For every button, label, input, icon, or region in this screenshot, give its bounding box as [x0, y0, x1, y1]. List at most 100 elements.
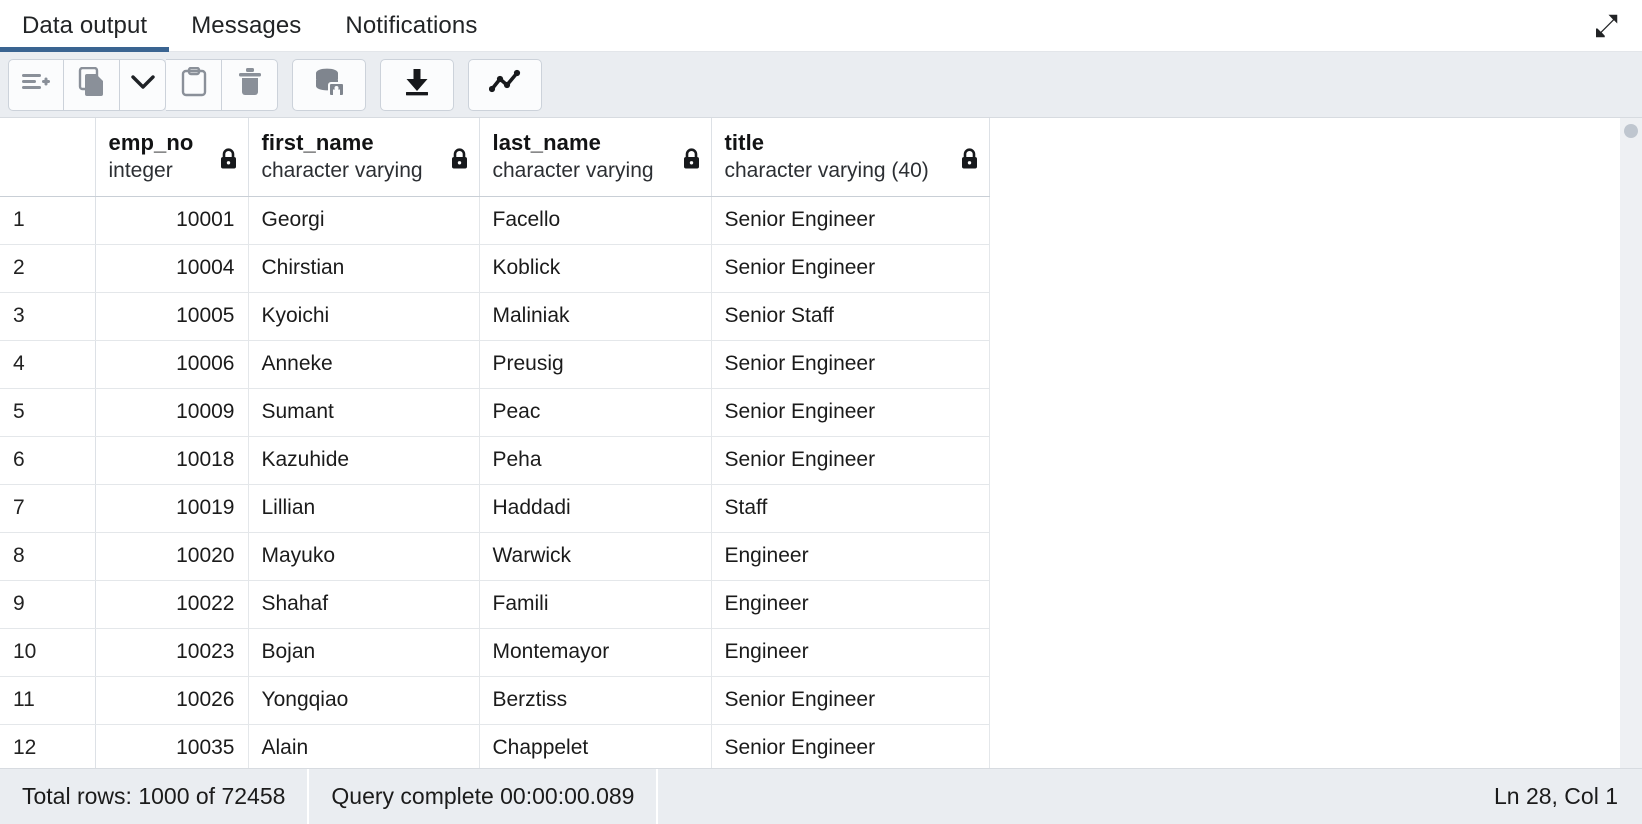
cell-title[interactable]: Senior Engineer: [711, 196, 990, 245]
tab-notifications[interactable]: Notifications: [323, 0, 499, 52]
cell-first-name[interactable]: Georgi: [248, 196, 480, 245]
results-toolbar: [0, 52, 1642, 118]
cell-first-name[interactable]: Mayuko: [248, 532, 480, 581]
cell-last-name[interactable]: Haddadi: [479, 484, 712, 533]
cell-last-name[interactable]: Facello: [479, 196, 712, 245]
cell-rownum[interactable]: 1: [0, 196, 96, 245]
cell-rownum[interactable]: 10: [0, 628, 96, 677]
cell-emp-no[interactable]: 10019: [95, 484, 249, 533]
cell-title[interactable]: Senior Engineer: [711, 436, 990, 485]
cell-rownum[interactable]: 6: [0, 436, 96, 485]
cell-emp-no[interactable]: 10020: [95, 532, 249, 581]
chevron-down-icon: [130, 74, 155, 95]
cell-emp-no[interactable]: 10035: [95, 724, 249, 768]
cell-title[interactable]: Senior Engineer: [711, 340, 990, 389]
column-header-emp-no[interactable]: emp_no integer: [95, 118, 249, 197]
cell-first-name[interactable]: Sumant: [248, 388, 480, 437]
cell-title[interactable]: Engineer: [711, 532, 990, 581]
cell-emp-no[interactable]: 10018: [95, 436, 249, 485]
cell-last-name[interactable]: Preusig: [479, 340, 712, 389]
cell-first-name[interactable]: Kyoichi: [248, 292, 480, 341]
add-row-button[interactable]: [8, 58, 64, 111]
cell-last-name[interactable]: Peac: [479, 388, 712, 437]
copy-button[interactable]: [64, 58, 120, 111]
cell-emp-no[interactable]: 10001: [95, 196, 249, 245]
cell-first-name[interactable]: Bojan: [248, 628, 480, 677]
cell-first-name[interactable]: Yongqiao: [248, 676, 480, 725]
cell-rownum[interactable]: 12: [0, 724, 96, 768]
cell-title[interactable]: Senior Staff: [711, 292, 990, 341]
cell-rownum[interactable]: 11: [0, 676, 96, 725]
save-data-changes-button[interactable]: [292, 58, 366, 111]
column-header-rownum[interactable]: [0, 118, 96, 197]
copy-options-button[interactable]: [120, 58, 166, 111]
cell-first-name[interactable]: Lillian: [248, 484, 480, 533]
cell-title[interactable]: Senior Engineer: [711, 244, 990, 293]
cell-emp-no[interactable]: 10026: [95, 676, 249, 725]
cell-title[interactable]: Engineer: [711, 580, 990, 629]
cell-last-name[interactable]: Peha: [479, 436, 712, 485]
column-header-last-name[interactable]: last_name character varying: [479, 118, 712, 197]
cell-last-name[interactable]: Maliniak: [479, 292, 712, 341]
cell-first-name[interactable]: Kazuhide: [248, 436, 480, 485]
cell-last-name[interactable]: Koblick: [479, 244, 712, 293]
cell-title[interactable]: Engineer: [711, 628, 990, 677]
cell-emp-no[interactable]: 10005: [95, 292, 249, 341]
cell-title[interactable]: Senior Engineer: [711, 388, 990, 437]
tab-data-output[interactable]: Data output: [0, 0, 170, 52]
cell-rownum[interactable]: 2: [0, 244, 96, 293]
cell-rownum[interactable]: 3: [0, 292, 96, 341]
cell-rownum[interactable]: 8: [0, 532, 96, 581]
cell-first-name[interactable]: Alain: [248, 724, 480, 768]
cell-emp-no[interactable]: 10004: [95, 244, 249, 293]
add-row-icon: [21, 69, 51, 100]
column-header-title[interactable]: title character varying (40): [711, 118, 990, 197]
cell-last-name[interactable]: Chappelet: [479, 724, 712, 768]
paste-button[interactable]: [166, 58, 222, 111]
tab-notifications-label: Notifications: [345, 12, 478, 39]
cell-rownum[interactable]: 5: [0, 388, 96, 437]
cell-emp-no[interactable]: 10022: [95, 580, 249, 629]
cell-title[interactable]: Senior Engineer: [711, 676, 990, 725]
expand-diagonal-icon[interactable]: [1584, 6, 1628, 46]
cell-last-name[interactable]: Berztiss: [479, 676, 712, 725]
cell-first-name[interactable]: Anneke: [248, 340, 480, 389]
tab-data-output-label: Data output: [22, 12, 148, 39]
cell-title[interactable]: Senior Engineer: [711, 724, 990, 768]
cell-emp-no[interactable]: 10023: [95, 628, 249, 677]
delete-row-button[interactable]: [222, 58, 278, 111]
vertical-scrollbar[interactable]: [1620, 118, 1642, 768]
graph-visualiser-button[interactable]: [468, 58, 542, 111]
lock-icon: [960, 148, 979, 176]
cell-rownum[interactable]: 9: [0, 580, 96, 629]
column-header-first-name[interactable]: first_name character varying: [248, 118, 480, 197]
lock-icon: [682, 148, 701, 176]
vertical-scrollbar-thumb[interactable]: [1624, 124, 1638, 138]
cell-emp-no[interactable]: 10009: [95, 388, 249, 437]
cell-first-name[interactable]: Shahaf: [248, 580, 480, 629]
tab-messages[interactable]: Messages: [169, 0, 323, 52]
trash-icon: [237, 67, 263, 102]
cell-last-name[interactable]: Warwick: [479, 532, 712, 581]
cell-rownum[interactable]: 7: [0, 484, 96, 533]
cell-first-name[interactable]: Chirstian: [248, 244, 480, 293]
cell-last-name[interactable]: Famili: [479, 580, 712, 629]
cell-last-name[interactable]: Montemayor: [479, 628, 712, 677]
cell-title[interactable]: Staff: [711, 484, 990, 533]
download-csv-button[interactable]: [380, 58, 454, 111]
cell-emp-no[interactable]: 10006: [95, 340, 249, 389]
cell-rownum[interactable]: 4: [0, 340, 96, 389]
